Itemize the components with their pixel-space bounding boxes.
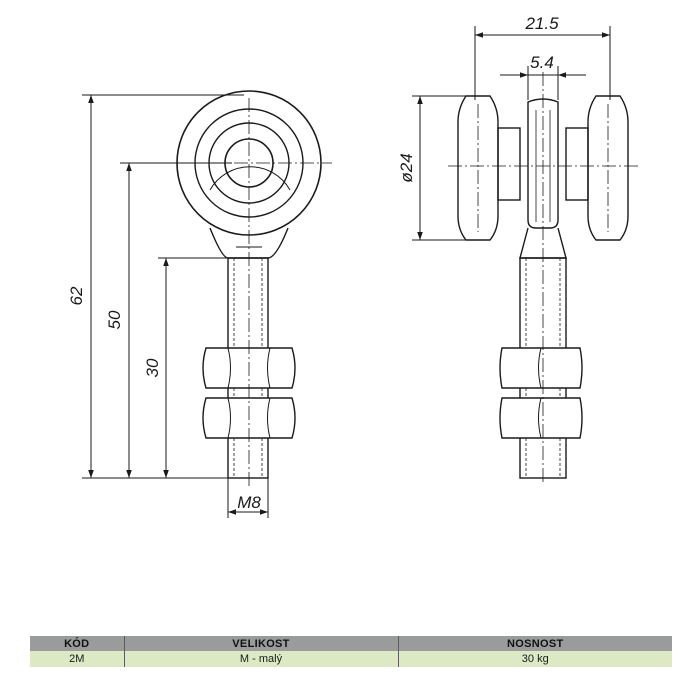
table-row: 2M M - malý 30 kg <box>30 651 672 667</box>
side-view <box>457 95 629 479</box>
technical-drawing: 62 50 30 M8 <box>67 14 640 518</box>
dim-21-5-label: 21.5 <box>524 14 559 33</box>
dim-m8-label: M8 <box>237 493 261 512</box>
dim-50-label: 50 <box>105 310 124 329</box>
right-hub <box>565 127 589 201</box>
cell-nosnost: 30 kg <box>398 651 672 667</box>
header-kod: KÓD <box>30 636 125 651</box>
spec-table: KÓD VELIKOST NOSNOST 2M M - malý 30 kg <box>30 636 672 667</box>
side-upper-nut <box>499 347 583 389</box>
spec-table-header: KÓD VELIKOST NOSNOST <box>30 636 672 651</box>
dim-5-4-label: 5.4 <box>530 53 554 72</box>
eye-inner-arc <box>209 166 291 191</box>
header-velikost: VELIKOST <box>124 636 399 651</box>
left-hub <box>497 127 521 201</box>
header-nosnost: NOSNOST <box>398 636 672 651</box>
dim-30-label: 30 <box>143 358 162 377</box>
side-lower-nut <box>499 397 583 439</box>
cell-kod: 2M <box>30 651 125 667</box>
left-wheel <box>457 95 499 241</box>
dim-62-label: 62 <box>67 286 86 305</box>
dim-d24-label: ø24 <box>397 153 416 182</box>
cell-velikost: M - malý <box>124 651 399 667</box>
right-wheel <box>587 95 629 241</box>
